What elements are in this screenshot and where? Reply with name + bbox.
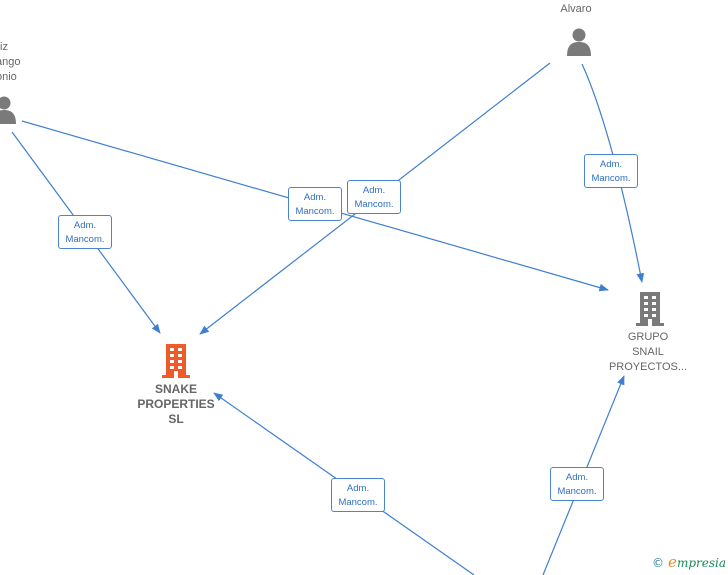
company-name[interactable]: GRUPO SNAIL PROYECTOS...	[598, 330, 698, 375]
edge-label-line2: Mancom.	[591, 173, 631, 184]
person-name-line: ango	[0, 56, 21, 68]
person-icon[interactable]	[0, 95, 16, 125]
edge-label-line2: Mancom.	[338, 497, 378, 508]
person-name-line: Alvaro	[560, 3, 592, 15]
brand-name: mpresia	[676, 556, 726, 570]
company-name-line: SNAKE	[154, 382, 197, 396]
edge-label[interactable]: Adm. Mancom.	[584, 154, 638, 188]
company-name-line: GRUPO	[627, 331, 669, 343]
edge-label[interactable]: Adm. Mancom.	[347, 180, 401, 214]
building-icon[interactable]	[636, 292, 664, 326]
edge-label-line1: Adm.	[303, 192, 327, 203]
edge-label-line2: Mancom.	[65, 234, 105, 245]
company-name-line: PROYECTOS...	[608, 361, 688, 373]
company-name-line: PROPERTIES	[137, 397, 215, 411]
edge-label[interactable]: Adm. Mancom.	[58, 215, 112, 249]
copyright-symbol: ©	[652, 556, 665, 570]
company-name[interactable]: SNAKE PROPERTIES SL	[126, 382, 226, 427]
building-icon[interactable]	[162, 344, 190, 378]
brand-initial: e	[668, 553, 677, 571]
edge-label-line1: Adm.	[73, 220, 97, 231]
edge-label-line2: Mancom.	[354, 199, 394, 210]
edge-label[interactable]: Adm. Mancom.	[331, 478, 385, 512]
edge-label-line1: Adm.	[362, 185, 386, 196]
company-name-line: SL	[168, 412, 184, 426]
edge-label[interactable]: Adm. Mancom.	[550, 467, 604, 501]
edge-label-line1: Adm.	[599, 159, 623, 170]
edge-line-alvaro-to-grupo	[581, 63, 645, 283]
company-name-line: SNAIL	[632, 346, 664, 358]
edge-label[interactable]: Adm. Mancom.	[288, 187, 342, 221]
edge-label-line2: Mancom.	[295, 206, 335, 217]
person-icon[interactable]	[566, 27, 592, 57]
empresia-logo: ©empresia	[652, 553, 726, 571]
person-name-line: iz	[0, 41, 8, 53]
person-name[interactable]: Alvaro	[549, 2, 603, 17]
edge-label-line2: Mancom.	[557, 486, 597, 497]
edge-label-line1: Adm.	[565, 472, 589, 483]
edge-label-line1: Adm.	[346, 483, 370, 494]
